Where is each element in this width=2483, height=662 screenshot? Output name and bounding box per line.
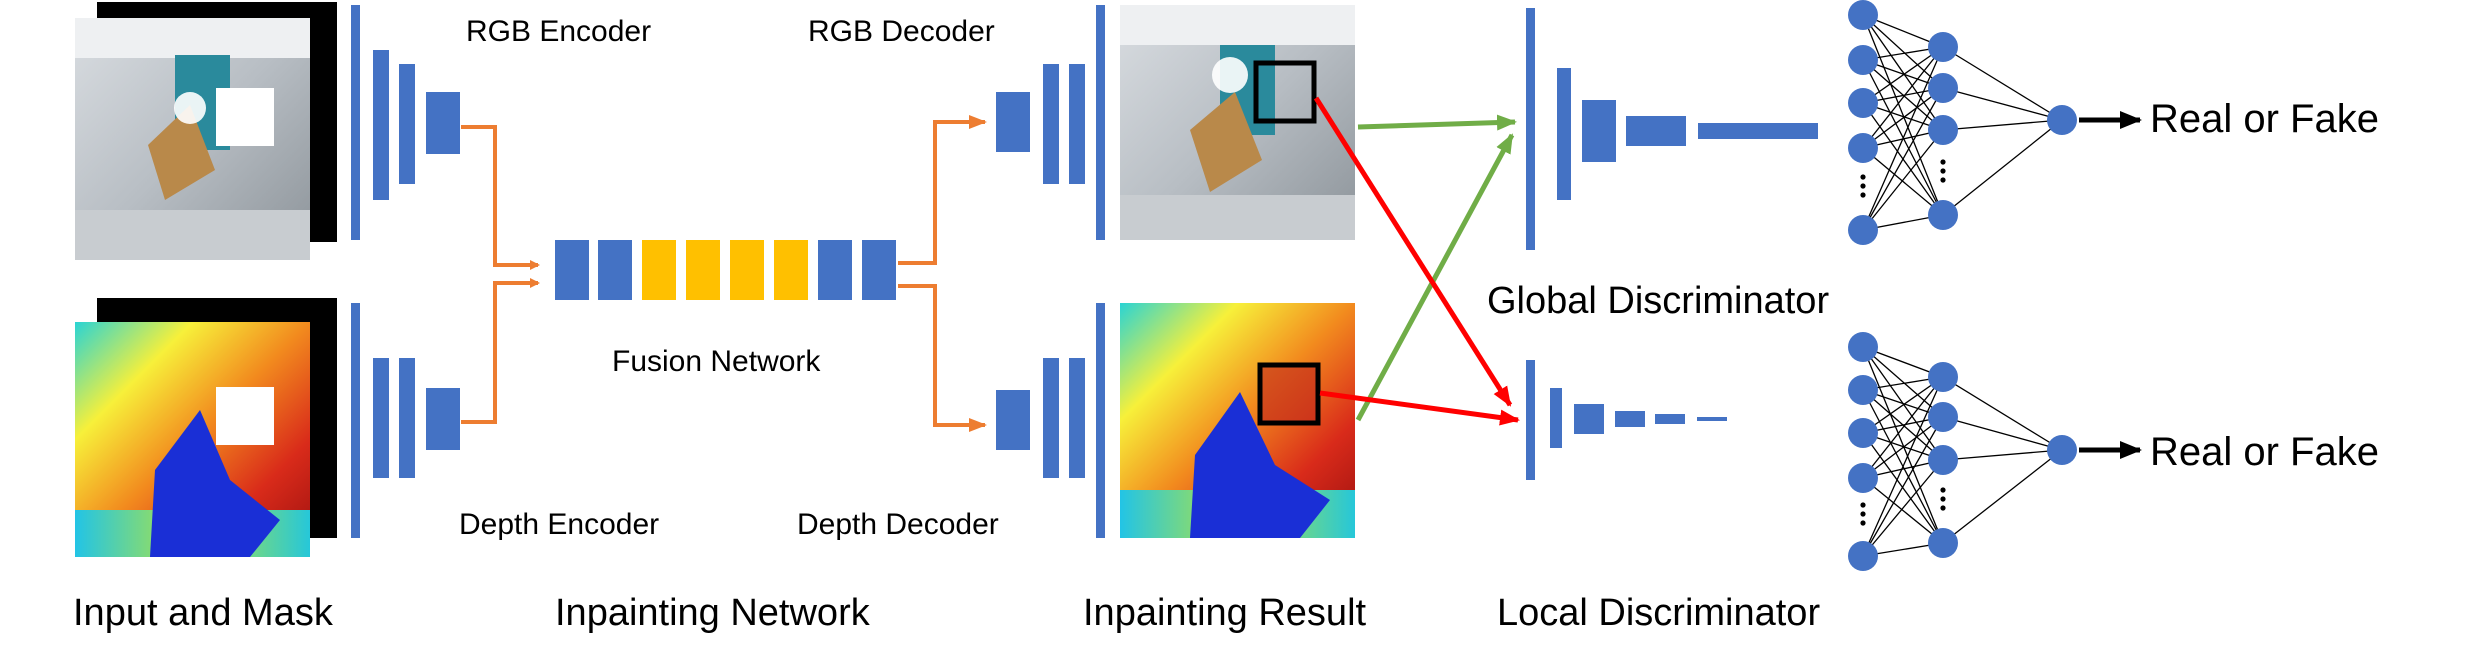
fc-edge <box>1862 346 1944 544</box>
rgb-decoder-label: RGB Decoder <box>808 15 995 48</box>
fc-output-node <box>2047 435 2077 465</box>
ellipsis-dot <box>1940 177 1946 183</box>
depth-decoder-label: Depth Decoder <box>797 508 999 541</box>
ellipsis-dot <box>1860 502 1866 508</box>
fc-node <box>1848 541 1878 571</box>
fc-edge <box>1862 459 1944 557</box>
fusion-network-label: Fusion Network <box>612 345 821 378</box>
fc-node <box>1928 73 1958 103</box>
global-discriminator-label: Global Discriminator <box>1487 280 1830 322</box>
rgb-input-image <box>75 2 337 260</box>
fc-edge <box>1862 46 1944 231</box>
fc-edge <box>1942 449 2063 544</box>
fc-node <box>1928 362 1958 392</box>
fc-edge <box>1862 416 1944 557</box>
local-discriminator-layers <box>1526 360 1727 480</box>
fc-output-node <box>2047 105 2077 135</box>
fc-node <box>1848 0 1878 30</box>
global-fc-network <box>1848 0 2077 245</box>
fc-edge <box>1862 376 1944 434</box>
fc-node <box>1928 200 1958 230</box>
depth-local-patch-box <box>1257 362 1321 426</box>
fc-edge <box>1862 14 1944 216</box>
fc-edge <box>1942 119 2063 216</box>
local-fc-network <box>1848 332 2077 571</box>
ellipsis-dot <box>1860 183 1866 189</box>
fc-edge <box>1942 449 2063 461</box>
fc-node <box>1848 463 1878 493</box>
fc-node <box>1928 32 1958 62</box>
fc-node <box>1928 115 1958 145</box>
fc-node <box>1928 528 1958 558</box>
ellipsis-dot <box>1940 487 1946 493</box>
fc-node <box>1848 418 1878 448</box>
ellipsis-dot <box>1940 168 1946 174</box>
local-discriminator-label: Local Discriminator <box>1497 592 1821 634</box>
fc-edge <box>1862 376 1944 479</box>
rgb-result-image <box>1120 5 1355 240</box>
fc-edge <box>1862 432 1944 544</box>
fc-node <box>1848 88 1878 118</box>
fc-edge <box>1942 376 2063 451</box>
depth-input-image <box>75 298 337 557</box>
fc-edge <box>1862 376 1944 557</box>
input-mask-square <box>216 88 274 146</box>
fc-edge <box>1942 119 2063 131</box>
real-or-fake-global-label: Real or Fake <box>2150 97 2379 141</box>
real-or-fake-local-label: Real or Fake <box>2150 430 2379 474</box>
encoder-to-fusion-arrows <box>461 125 540 424</box>
ellipsis-dot <box>1860 174 1866 180</box>
rgb-encoder-label: RGB Encoder <box>466 15 652 48</box>
fc-edge <box>1862 147 1944 216</box>
global-discriminator-layers <box>1526 8 1818 250</box>
fc-node <box>1848 332 1878 362</box>
fc-edge <box>1862 46 1944 104</box>
fc-node <box>1928 445 1958 475</box>
input-and-mask-label: Input and Mask <box>73 592 333 634</box>
fc-edge <box>1862 477 1944 544</box>
fc-node <box>1848 215 1878 245</box>
rgb-encoder <box>351 5 460 240</box>
depth-decoder <box>996 303 1105 538</box>
ellipsis-dot <box>1940 159 1946 165</box>
rgb-decoder <box>996 5 1105 240</box>
depth-result-image <box>1120 303 1355 538</box>
fusion-network <box>555 240 896 300</box>
fc-node <box>1928 402 1958 432</box>
fc-edge <box>1862 87 1944 231</box>
fc-edge <box>1862 14 1944 89</box>
inpainting-network-label: Inpainting Network <box>555 592 870 634</box>
ellipsis-dot <box>1940 505 1946 511</box>
ellipsis-dot <box>1860 520 1866 526</box>
fc-edge <box>1862 46 1944 149</box>
depth-encoder-label: Depth Encoder <box>459 508 660 541</box>
ellipsis-dot <box>1940 496 1946 502</box>
fusion-to-decoder-arrows <box>898 115 987 432</box>
output-arrows <box>2079 111 2142 459</box>
rgb-local-patch-box <box>1253 60 1317 124</box>
depth-encoder <box>351 303 460 538</box>
fc-node <box>1848 375 1878 405</box>
global-input-arrows <box>1355 114 1517 422</box>
fc-edge <box>1942 87 2063 121</box>
ellipsis-dot <box>1860 511 1866 517</box>
local-input-arrows <box>1313 96 1520 426</box>
fc-edge <box>1862 129 1944 231</box>
fc-node <box>1848 133 1878 163</box>
fc-edge <box>1942 46 2063 121</box>
fc-node <box>1848 45 1878 75</box>
depth-mask-square <box>216 387 274 445</box>
inpainting-result-label: Inpainting Result <box>1083 592 1367 634</box>
ellipsis-dot <box>1860 192 1866 198</box>
fc-edge <box>1862 14 1944 131</box>
fc-edge <box>1862 416 1944 479</box>
fc-edge <box>1942 416 2063 451</box>
fc-edge <box>1862 87 1944 149</box>
